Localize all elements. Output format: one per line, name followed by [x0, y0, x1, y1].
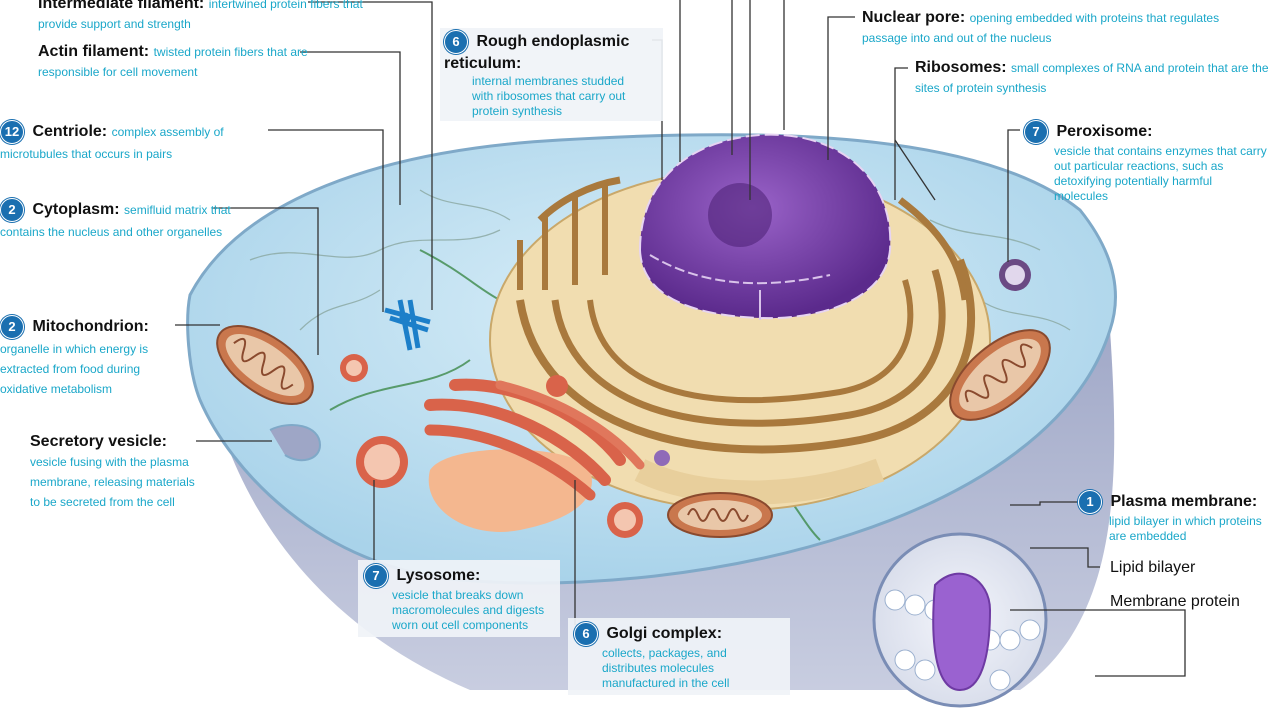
label-mitochondrion: 2 Mitochondrion: organelle in which ener…	[0, 315, 175, 399]
peroxisome-badge: 7	[1024, 120, 1048, 144]
lysosome-desc: vesicle that breaks down macromolecules …	[392, 588, 545, 632]
label-intermediate-filament: Intermediate filament: intertwined prote…	[38, 0, 368, 34]
peroxisome-title: Peroxisome:	[1056, 123, 1153, 141]
actin-filament-title: Actin filament:	[38, 43, 150, 60]
secretory-vesicle-title: Secretory vesicle:	[30, 433, 167, 450]
label-ribosomes: Ribosomes: small complexes of RNA and pr…	[915, 58, 1275, 98]
leader-lines	[175, 0, 1186, 677]
mitochondrion-desc: organelle in which energy is extracted f…	[0, 342, 149, 396]
label-golgi-complex: 6 Golgi complex: collects, packages, and…	[568, 618, 790, 695]
golgi-complex-badge: 6	[574, 622, 598, 646]
cytoplasm-badge: 2	[0, 198, 24, 222]
label-lysosome: 7 Lysosome: vesicle that breaks down mac…	[358, 560, 560, 637]
label-cytoplasm: 2 Cytoplasm: semifluid matrix that conta…	[0, 198, 240, 242]
nucleus-shape	[638, 133, 892, 320]
label-lipid-bilayer: Lipid bilayer	[1110, 558, 1195, 578]
mitochondria-shapes	[216, 324, 1051, 538]
label-secretory-vesicle: Secretory vesicle: vesicle fusing with t…	[30, 432, 200, 512]
label-plasma-membrane: 1 Plasma membrane: lipid bilayer in whic…	[1078, 490, 1280, 544]
label-peroxisome: 7 Peroxisome: vesicle that contains enzy…	[1024, 120, 1274, 204]
plasma-membrane-desc: lipid bilayer in which proteins are embe…	[1109, 514, 1262, 543]
vesicle-shapes	[269, 259, 1031, 538]
label-actin-filament: Actin filament: twisted protein fibers t…	[38, 42, 328, 82]
mitochondrion-badge: 2	[0, 315, 24, 339]
golgi-complex-desc: collects, packages, and distributes mole…	[602, 646, 730, 690]
cytoplasm-title: Cytoplasm:	[32, 201, 120, 219]
plasma-membrane-badge: 1	[1078, 490, 1102, 514]
label-rough-er: 6 Rough endoplasmic reticulum: internal …	[440, 28, 663, 121]
nuclear-pore-title: Nuclear pore:	[862, 9, 966, 26]
actin-filament-desc: twisted protein fibers that are responsi…	[38, 45, 308, 79]
ribosomes-desc: small complexes of RNA and protein that …	[915, 61, 1269, 95]
rough-er-badge: 6	[444, 30, 468, 54]
plasma-membrane-title: Plasma membrane:	[1110, 493, 1258, 511]
secretory-vesicle-desc: vesicle fusing with the plasma membrane,…	[30, 455, 195, 509]
intermediate-filament-title: Intermediate filament:	[38, 0, 205, 12]
lysosome-badge: 7	[364, 564, 388, 588]
lipid-bilayer-title: Lipid bilayer	[1110, 559, 1196, 576]
intermediate-filament-desc: intertwined protein fibers that provide …	[38, 0, 363, 31]
centriole-desc: complex assembly of microtubules that oc…	[0, 125, 224, 161]
rough-er-desc: internal membranes studded with ribosome…	[472, 74, 626, 118]
membrane-protein-title: Membrane protein	[1110, 593, 1240, 610]
golgi-complex-title: Golgi complex:	[606, 625, 723, 643]
label-nuclear-pore: Nuclear pore: opening embedded with prot…	[862, 8, 1262, 48]
lysosome-title: Lysosome:	[396, 567, 481, 585]
centriole-title: Centriole:	[32, 123, 108, 141]
label-membrane-protein: Membrane protein	[1110, 592, 1240, 612]
ribosomes-title: Ribosomes:	[915, 59, 1007, 76]
centriole-shape	[384, 299, 431, 351]
label-centriole: 12 Centriole: complex assembly of microt…	[0, 120, 270, 164]
cytoplasm-desc: semifluid matrix that contains the nucle…	[0, 203, 231, 239]
mitochondrion-title: Mitochondrion:	[32, 318, 149, 336]
rough-er-title: Rough endoplasmic reticulum:	[444, 33, 630, 72]
nuclear-pore-desc: opening embedded with proteins that regu…	[862, 11, 1220, 45]
membrane-zoom-shape	[872, 532, 1048, 708]
peroxisome-desc: vesicle that contains enzymes that carry…	[1054, 144, 1267, 203]
centriole-badge: 12	[0, 120, 24, 144]
